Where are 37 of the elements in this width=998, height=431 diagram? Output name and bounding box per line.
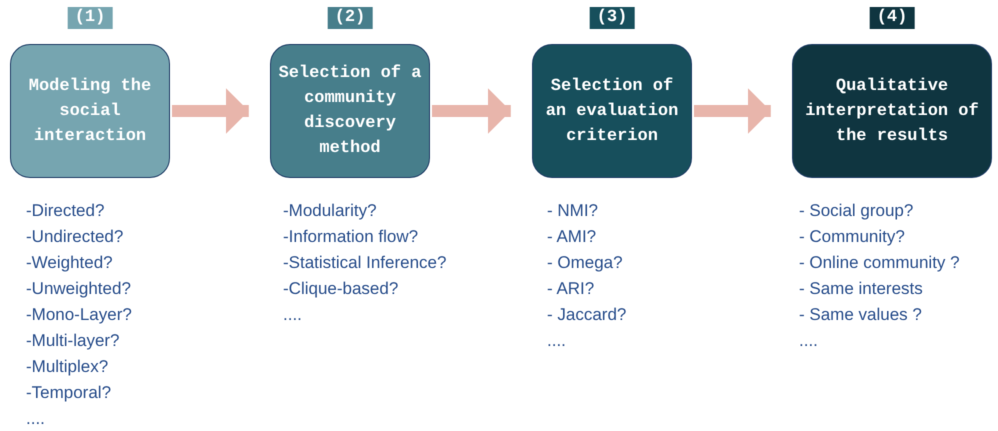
list-item: - Same values ? bbox=[799, 304, 923, 326]
list-item: -Statistical Inference? bbox=[283, 252, 446, 274]
list-item: -Temporal? bbox=[26, 382, 112, 404]
list-item: - Community? bbox=[799, 226, 906, 248]
step-number: (1) bbox=[68, 7, 112, 29]
list-item: .... bbox=[799, 330, 819, 352]
list-item: -Weighted? bbox=[26, 252, 114, 274]
list-item: .... bbox=[26, 408, 46, 430]
arrow bbox=[432, 88, 511, 134]
list-item: .... bbox=[547, 330, 567, 352]
list-item: - Jaccard? bbox=[547, 304, 626, 326]
step-number: (4) bbox=[870, 7, 914, 29]
list-item: - NMI? bbox=[547, 200, 599, 222]
list-item: -Unweighted? bbox=[26, 278, 132, 300]
list-item: - Social group? bbox=[799, 200, 914, 222]
step-title: Selection of an evaluation criterion bbox=[544, 76, 680, 148]
list-item: -Multiplex? bbox=[26, 356, 110, 378]
list-item: -Mono-Layer? bbox=[26, 304, 132, 326]
list-item: -Multi-layer? bbox=[26, 330, 121, 352]
list-item: - Omega? bbox=[547, 252, 624, 274]
list-item: - Online community ? bbox=[799, 252, 960, 274]
list-item: .... bbox=[283, 304, 303, 326]
list-item: -Directed? bbox=[26, 200, 106, 222]
list-item: -Information flow? bbox=[283, 226, 420, 248]
step-number: (3) bbox=[590, 7, 634, 29]
step-title: Qualitative interpretation of the results bbox=[804, 76, 980, 148]
list-item: -Undirected? bbox=[26, 226, 124, 248]
list-item: - AMI? bbox=[547, 226, 598, 248]
arrow bbox=[694, 88, 771, 134]
step-number: (2) bbox=[328, 7, 372, 29]
list-item: -Modularity? bbox=[283, 200, 378, 222]
list-item: - Same interests bbox=[799, 278, 924, 300]
arrow bbox=[172, 88, 249, 134]
step-title: Selection of a community discovery method bbox=[278, 63, 422, 160]
list-item: - ARI? bbox=[547, 278, 596, 300]
list-item: -Clique-based? bbox=[283, 278, 400, 300]
step-title: Modeling the social interaction bbox=[28, 76, 152, 148]
